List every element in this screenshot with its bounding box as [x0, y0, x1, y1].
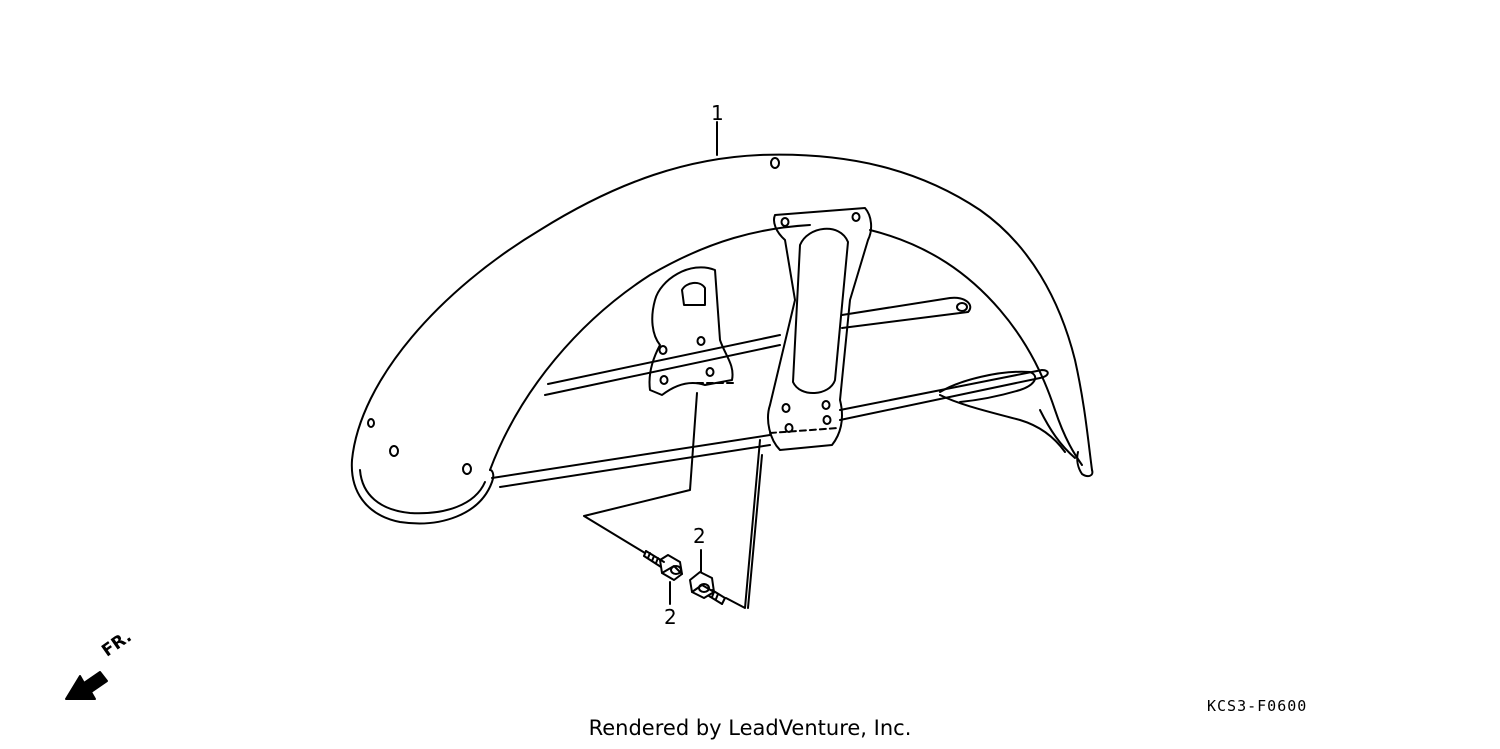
front-fender: [350, 153, 1094, 525]
flange-bolt-a: [643, 550, 683, 581]
front-direction-arrow-icon: [65, 671, 108, 700]
callout-bolt-upper: 2: [693, 524, 706, 548]
callout-bolt-lower: 2: [664, 605, 677, 629]
flange-bolt-b: [689, 571, 726, 605]
drawing-code: KCS3-F0600: [1207, 697, 1308, 715]
callout-fender: 1: [711, 101, 724, 125]
render-credit: Rendered by LeadVenture, Inc.: [588, 716, 912, 740]
leader-lines-2: [583, 382, 839, 609]
